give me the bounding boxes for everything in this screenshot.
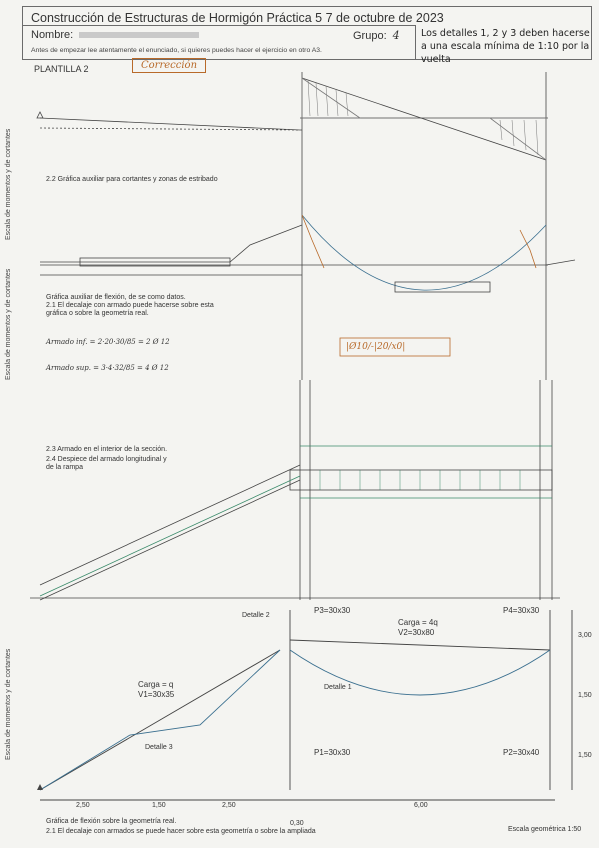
bottom-rebar-zone [394,281,491,293]
exam-title: Construcción de Estructuras de Hormigón … [31,11,444,25]
boxed-note: |Ø10/-|20/x0| [346,342,406,352]
dim-4: 6,00 [414,802,428,809]
ramp-bottom [39,479,301,601]
dim-5: 0,30 [290,820,304,827]
header-box: Construcción de Estructuras de Hormigón … [22,6,592,65]
ramp-top [39,464,301,586]
section-24: 2.4 Despiece del armado longitudinal y d… [46,456,167,471]
group-label: Grupo: [353,30,387,42]
support-icon-left [36,111,44,119]
group-value: 4 [392,29,400,42]
header-divider [23,25,415,26]
name-label: Nombre: [31,29,74,41]
name-field: Nombre: [31,29,200,41]
shear-line-right [301,77,547,161]
redacted-name [79,32,200,39]
shear-hatch-left [301,77,362,119]
section-22: 2.2 Gráfica auxiliar para cortantes y zo… [46,176,218,183]
v2-label: V2=30x80 [398,628,435,637]
height-1: 3,00 [578,632,592,639]
side-label-bot: Escala de momentos y de cortantes [5,648,12,760]
shear-hatch-right [488,117,547,161]
height-3: 1,50 [578,752,592,759]
scale-label: Escala geométrica 1:50 [508,826,582,833]
shear-line-left [39,117,301,131]
moment-note-2: 2.1 El decalaje con armado puede hacerse… [46,302,214,317]
bottom-note-1: Gráfica de flexión sobre la geometría re… [46,818,177,825]
instructions: Antes de empezar lee atentamente el enun… [31,47,322,54]
plantilla-label: PLANTILLA 2 [34,64,89,74]
moment-tail [545,259,576,266]
support-icon-bottom [37,784,43,790]
decalaje-left [301,214,325,269]
bottom-note-2: 2.1 El decalaje con armados se puede hac… [46,828,316,835]
side-label-mid: Escala de momentos y de cortantes [5,268,12,380]
section-23: 2.3 Armado en el interior de la sección. [46,446,168,453]
boxed-note-frame [339,337,451,357]
moment-parabola [301,214,547,291]
dim-2: 1,50 [152,802,166,809]
p1-label: P1=30x30 [314,748,351,757]
deformed-shape [289,649,551,696]
dim-3: 2,50 [222,802,236,809]
p4-label: P4=30x30 [503,606,540,615]
group-field: Grupo: 4 [353,29,400,42]
rampa-geometry [39,649,281,791]
formula-2: Armado sup. = 3·4·32/85 = 4 Ø 12 [46,364,169,372]
detalle-2-label: Detalle 2 [242,612,270,619]
carga-right: Carga = 4q [398,618,438,627]
p3-label: P3=30x30 [314,606,351,615]
moment-curve-left [40,224,303,263]
v1-label: V1=30x35 [138,690,175,699]
height-2: 1,50 [578,692,592,699]
detalle-3-label: Detalle 3 [145,744,173,751]
ramp-moment [39,649,281,791]
side-label-top: Escala de momentos y de cortantes [5,128,12,240]
correction-stamp: Corrección [132,58,207,73]
carga-left: Carga = q [138,680,174,689]
details-note: Los detalles 1, 2 y 3 deben hacerse a un… [421,28,590,65]
beam-geometry [289,639,551,651]
moment-note: Gráfica auxiliar de flexión, de se como … [46,294,186,301]
decalaje-right [519,229,537,269]
rebar-ramp [39,475,301,597]
top-rebar-zone [79,257,231,267]
p2-label: P2=30x40 [503,748,540,757]
beam-v2-outline [289,469,553,491]
header-divider-v [415,25,416,59]
dim-1: 2,50 [76,802,90,809]
formula-1: Armado inf. = 2·20·30/85 = 2 Ø 12 [46,338,170,346]
detalle-1-label: Detalle 1 [324,684,352,691]
